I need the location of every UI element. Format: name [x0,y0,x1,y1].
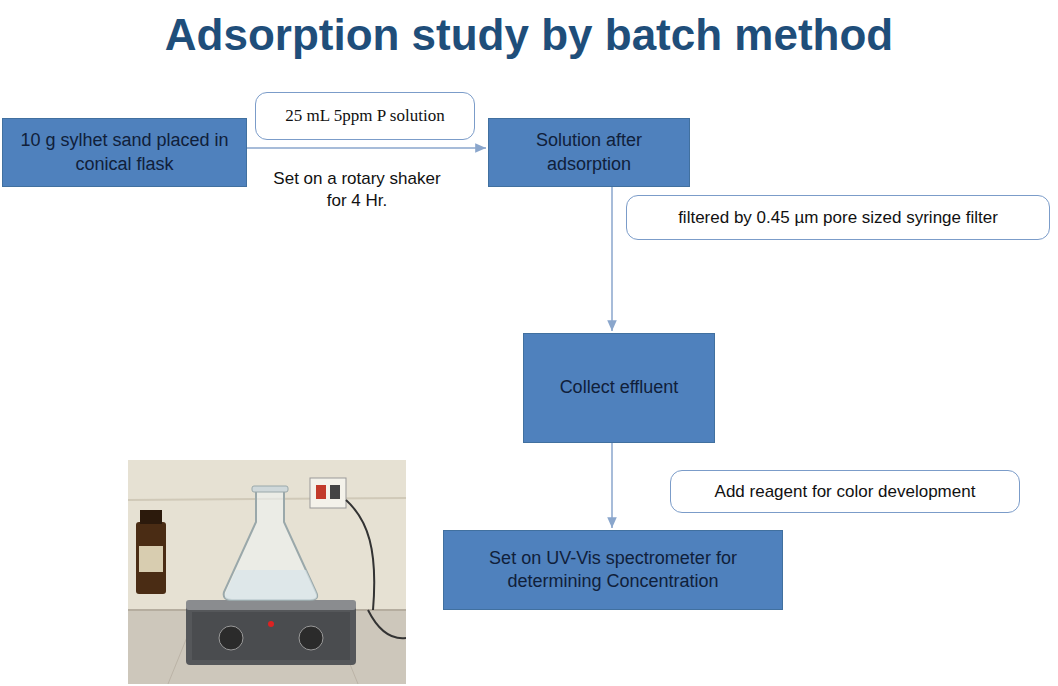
text-group: 25 mL 5ppm P solution [285,106,444,126]
box-text: Solution after adsorption [499,129,679,176]
process-box: 10 g sylhet sand placed in conical flask [2,118,247,187]
text-group: 10 g sylhet sand placed in conical flask [13,129,236,176]
box-text: 25 mL 5ppm P solution [285,106,444,126]
text-group: Collect effluent [560,376,679,399]
flow-arrow [247,147,486,149]
box-text: Set on UV-Vis spectrometer for determini… [454,547,772,594]
note-box: filtered by 0.45 µm pore sized syringe f… [626,195,1050,240]
text-group: Solution after adsorption [499,129,679,176]
diagram-title: Adsorption study by batch method [0,10,1058,60]
flow-arrow [611,187,613,331]
process-box: Solution after adsorption [488,118,690,187]
box-text: 10 g sylhet sand placed in conical flask [13,129,236,176]
text-group: filtered by 0.45 µm pore sized syringe f… [678,208,998,228]
box-text: filtered by 0.45 µm pore sized syringe f… [678,208,998,228]
process-box: Collect effluent [523,333,715,443]
arrow-label: Set on a rotary shaker for 4 Hr. [262,168,452,212]
box-text: Add reagent for color development [715,482,976,502]
text-group: Set on UV-Vis spectrometer for determini… [454,547,772,594]
box-text: Collect effluent [560,376,679,399]
text-group: Add reagent for color development [715,482,976,502]
process-box: Set on UV-Vis spectrometer for determini… [443,530,783,610]
lab-photo [128,460,406,684]
note-box: 25 mL 5ppm P solution [255,92,475,140]
flow-arrow [611,443,613,528]
note-box: Add reagent for color development [670,470,1020,513]
